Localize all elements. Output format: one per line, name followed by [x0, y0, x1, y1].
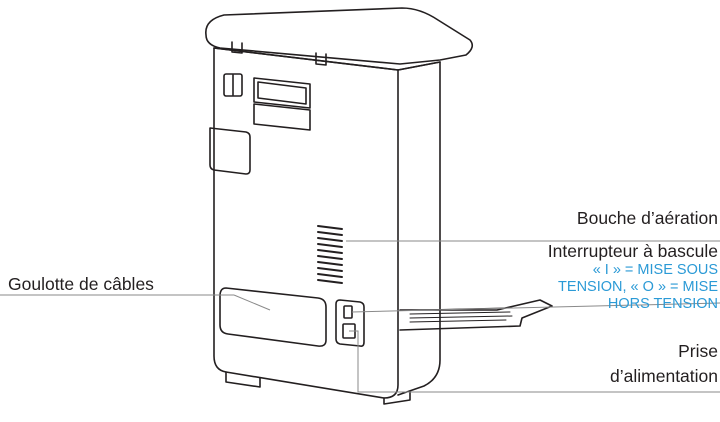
- label-vent: Bouche d’aération: [576, 208, 718, 228]
- label-cable-channel: Goulotte de câbles: [8, 274, 154, 294]
- leader-switch: [351, 302, 720, 313]
- lid: [205, 7, 474, 65]
- leader-socket: [349, 330, 720, 393]
- leader-lines: [0, 240, 720, 393]
- label-switch: Interrupteur à bascule: [547, 241, 718, 261]
- square-panel: [209, 127, 251, 175]
- tray-ridges: [409, 307, 513, 323]
- label-socket-line-2: d’alimentation: [610, 366, 718, 386]
- front-foot: [225, 371, 261, 388]
- slot-icon: [223, 73, 243, 97]
- cable-channel: [219, 287, 327, 347]
- leader-channel-drop: [233, 294, 271, 311]
- switch-note: « I » = MISE SOUS TENSION, « O » = MISE …: [458, 262, 718, 313]
- lower-recess: [253, 103, 311, 131]
- notch-left: [231, 41, 243, 54]
- power-module: [335, 299, 365, 347]
- side-face: [397, 61, 441, 396]
- handle-recess: [253, 77, 311, 109]
- label-socket-line-1: Prise: [678, 341, 718, 361]
- vent-grille: [317, 225, 343, 284]
- switch-note-line-1: « I » = MISE SOUS: [592, 262, 718, 278]
- tray-outline: [399, 299, 553, 331]
- switch-note-line-3: HORS TENSION: [607, 296, 718, 312]
- rocker-switch: [343, 305, 353, 319]
- back-foot: [383, 391, 411, 405]
- notch-right: [315, 52, 327, 66]
- switch-note-line-2: TENSION, « O » = MISE: [558, 279, 718, 295]
